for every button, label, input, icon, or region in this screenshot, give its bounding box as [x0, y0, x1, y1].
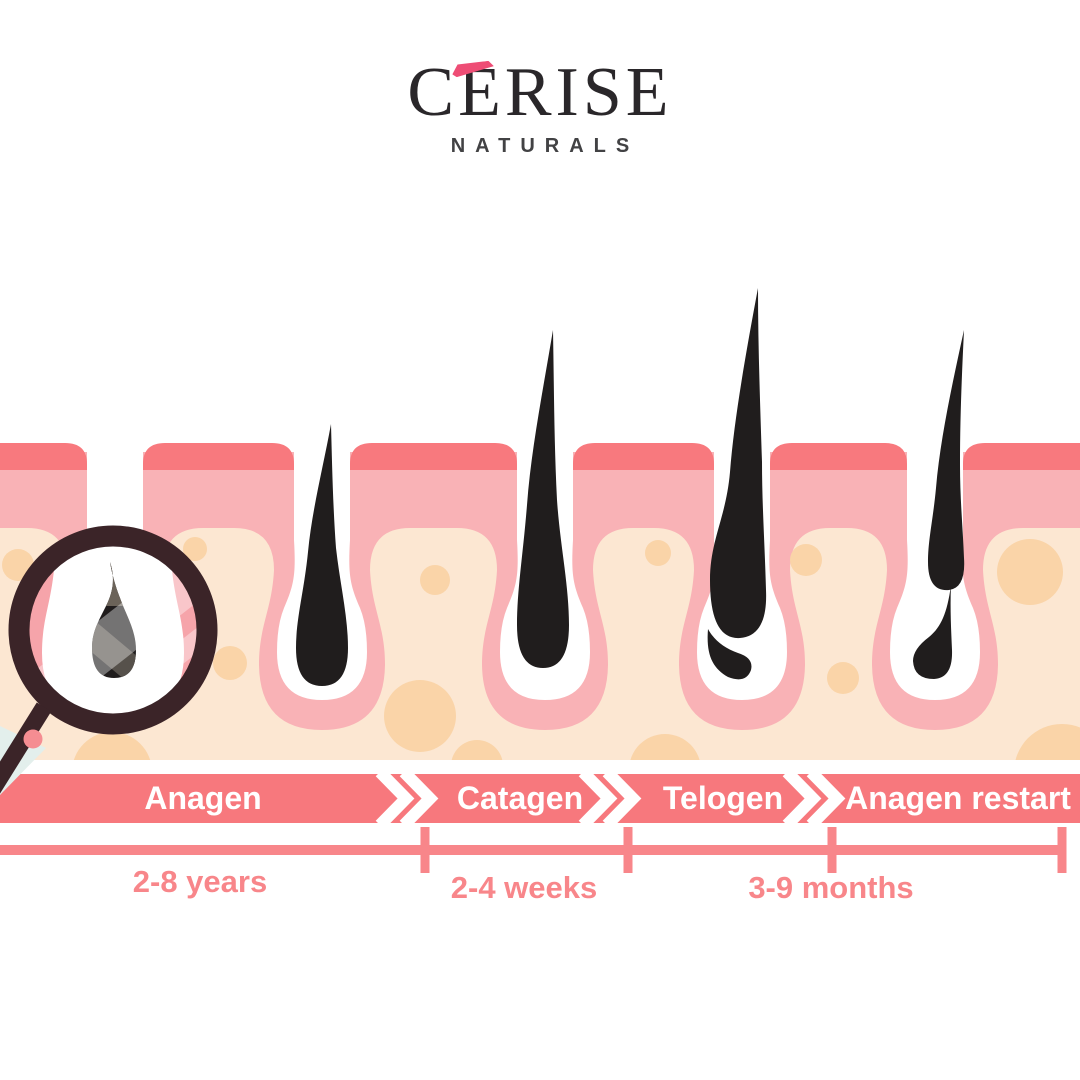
chevron-separator-icon [375, 774, 415, 823]
duration-telogen: 3-9 months [748, 870, 913, 905]
phase-label-catagen: Catagen [457, 780, 583, 816]
duration-anagen: 2-8 years [133, 864, 267, 899]
chevron-separator-icon [806, 774, 846, 823]
dermis-bubbles [2, 537, 1080, 760]
timeline-axis [0, 845, 1066, 855]
skin-surface-strip [0, 443, 1080, 470]
phase-label-anagen-restart: Anagen restart [845, 780, 1071, 816]
brand-name: CERISE [407, 54, 673, 131]
magnifier-grip-dot [23, 729, 43, 749]
hair-strands [296, 288, 965, 686]
phase-banner: Anagen Catagen Telogen Anagen restart [0, 774, 1080, 823]
duration-timeline: 2-8 years 2-4 weeks 3-9 months [0, 827, 1067, 905]
chevron-separator-icon [782, 774, 822, 823]
dermis-layer [0, 528, 1080, 760]
phase-banner-band [0, 774, 1080, 823]
chevron-separator-icon [399, 774, 439, 823]
chevron-separator-icon [602, 774, 642, 823]
hair-restart-old-shaft [928, 330, 965, 591]
phase-label-telogen: Telogen [663, 780, 783, 816]
hair-telogen-papilla [707, 629, 752, 680]
brand-tagline: NATURALS [450, 135, 640, 157]
hair-telogen-club [710, 288, 767, 639]
hair-anagen [296, 424, 348, 686]
phase-label-anagen: Anagen [144, 780, 261, 816]
duration-catagen: 2-4 weeks [451, 870, 598, 905]
brand-wordmark: CERISE [407, 58, 672, 128]
magnifier-ring-icon [8, 525, 218, 735]
magnifier-handle [0, 702, 52, 794]
chevron-separator-icon [578, 774, 618, 823]
hair-restart-new-bulb [913, 585, 953, 679]
brand-logo: CERISE NATURALS [0, 58, 1080, 158]
hair-catagen [517, 330, 569, 668]
magnifier [0, 525, 218, 795]
timeline-ticks [420, 827, 1067, 873]
